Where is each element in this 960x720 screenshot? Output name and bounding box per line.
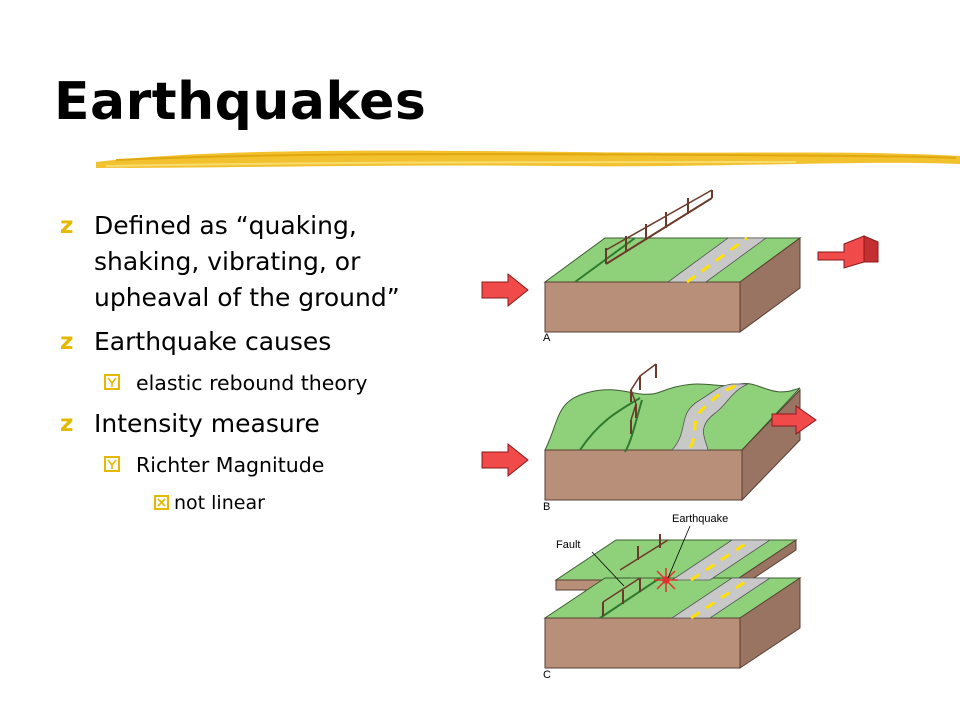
bullet-text: Earthquake causes xyxy=(94,327,332,356)
bullet-text: Defined as “quaking, shaking, vibrating,… xyxy=(94,211,400,312)
panel-b-block: B xyxy=(481,363,817,513)
bullet-list: z Defined as “quaking, shaking, vibratin… xyxy=(60,208,420,518)
fault-diagram: A B xyxy=(481,189,879,681)
bullet-causes: z Earthquake causes xyxy=(60,324,420,360)
bullet-marker-z: z xyxy=(60,329,74,355)
panel-a-block: A xyxy=(481,189,879,344)
fault-label: Fault xyxy=(556,539,580,551)
earthquake-burst-icon xyxy=(654,568,678,592)
subbullet-text: elastic rebound theory xyxy=(136,371,368,395)
panel-c-block: Fault Earthquake C xyxy=(543,513,802,681)
subbullet-elastic-rebound: elastic rebound theory xyxy=(60,368,420,398)
panel-a-label: A xyxy=(543,332,551,344)
checkbox-y-icon xyxy=(104,456,120,472)
bullet-intensity: z Intensity measure xyxy=(60,406,420,442)
title-underline-brush xyxy=(96,150,960,168)
checkbox-x-icon xyxy=(154,495,169,510)
checkbox-y-icon xyxy=(104,374,120,390)
subbullet-text: Richter Magnitude xyxy=(136,453,325,477)
panel-b-label: B xyxy=(543,501,550,513)
subbullet-richter: Richter Magnitude xyxy=(60,450,420,480)
bullet-text: Intensity measure xyxy=(94,409,320,438)
panel-c-label: C xyxy=(543,669,551,681)
subsubbullet-not-linear: not linear xyxy=(60,488,420,518)
bullet-definition: z Defined as “quaking, shaking, vibratin… xyxy=(60,208,420,316)
earthquake-label: Earthquake xyxy=(672,513,728,525)
slide-title: Earthquakes xyxy=(54,72,427,132)
bullet-marker-z: z xyxy=(60,411,74,437)
subsubbullet-text: not linear xyxy=(174,492,265,514)
bullet-marker-z: z xyxy=(60,213,74,239)
